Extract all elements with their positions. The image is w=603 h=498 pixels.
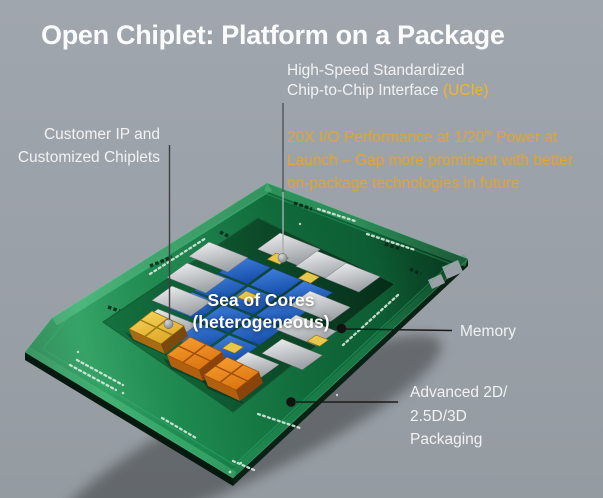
slide-title: Open Chiplet: Platform on a Package: [41, 20, 505, 50]
silver-dies: [137, 232, 381, 380]
leader-dot-interface: [277, 253, 288, 263]
leader-dot-memory: [336, 323, 347, 334]
performance-callout: 20X I/O Performance at 1/20th Power at L…: [287, 122, 573, 195]
leader-dot-packaging: [286, 397, 296, 407]
orange-chiplet-block: [203, 356, 263, 401]
sea-line2: (heterogeneous): [192, 311, 330, 332]
performance-line3: on-package technologies in future: [287, 175, 520, 193]
packaging-line2: 2.5D/3D: [410, 407, 467, 425]
packaging-line3: Packaging: [410, 431, 483, 448]
board-specks: [76, 222, 339, 474]
ucie-highlight: (UCIe): [442, 82, 489, 99]
leader-line-memory: [345, 328, 453, 332]
packaging-line1: Advanced 2D/: [410, 384, 508, 401]
leader-dot-customer: [163, 319, 174, 329]
customer-line1: Customer IP and: [43, 126, 160, 143]
customer-line2: Customized Chiplets: [17, 148, 160, 166]
interface-line2: Chip-to-Chip Interface (UCIe): [287, 82, 489, 99]
performance-line1: 20X I/O Performance at 1/20th Power at: [287, 128, 558, 147]
packaging-callout: Advanced 2D/ 2.5D/3D Packaging: [410, 381, 507, 452]
leader-dots: [163, 253, 347, 407]
interface-line1: High-Speed Standardized: [287, 62, 465, 79]
sea-line1: Sea of Cores: [207, 290, 315, 310]
connector-pad-rows: [68, 207, 417, 472]
superscript-th: th: [484, 128, 492, 138]
gold-chiplet-block: [128, 310, 188, 354]
board-side-faces: [25, 259, 468, 486]
performance-line2: Launch – Gap more prominent with better: [287, 152, 574, 170]
board-edge-notches: [428, 260, 463, 289]
leader-lines: [168, 103, 453, 403]
interface-callout: High-Speed Standardized Chip-to-Chip Int…: [287, 61, 489, 101]
memory-callout: Memory: [460, 323, 516, 340]
substrate-outline: [41, 192, 452, 466]
sea-of-cores-label: Sea of Cores (heterogeneous): [158, 290, 364, 333]
customer-callout: Customer IP and Customized Chiplets: [0, 124, 160, 169]
